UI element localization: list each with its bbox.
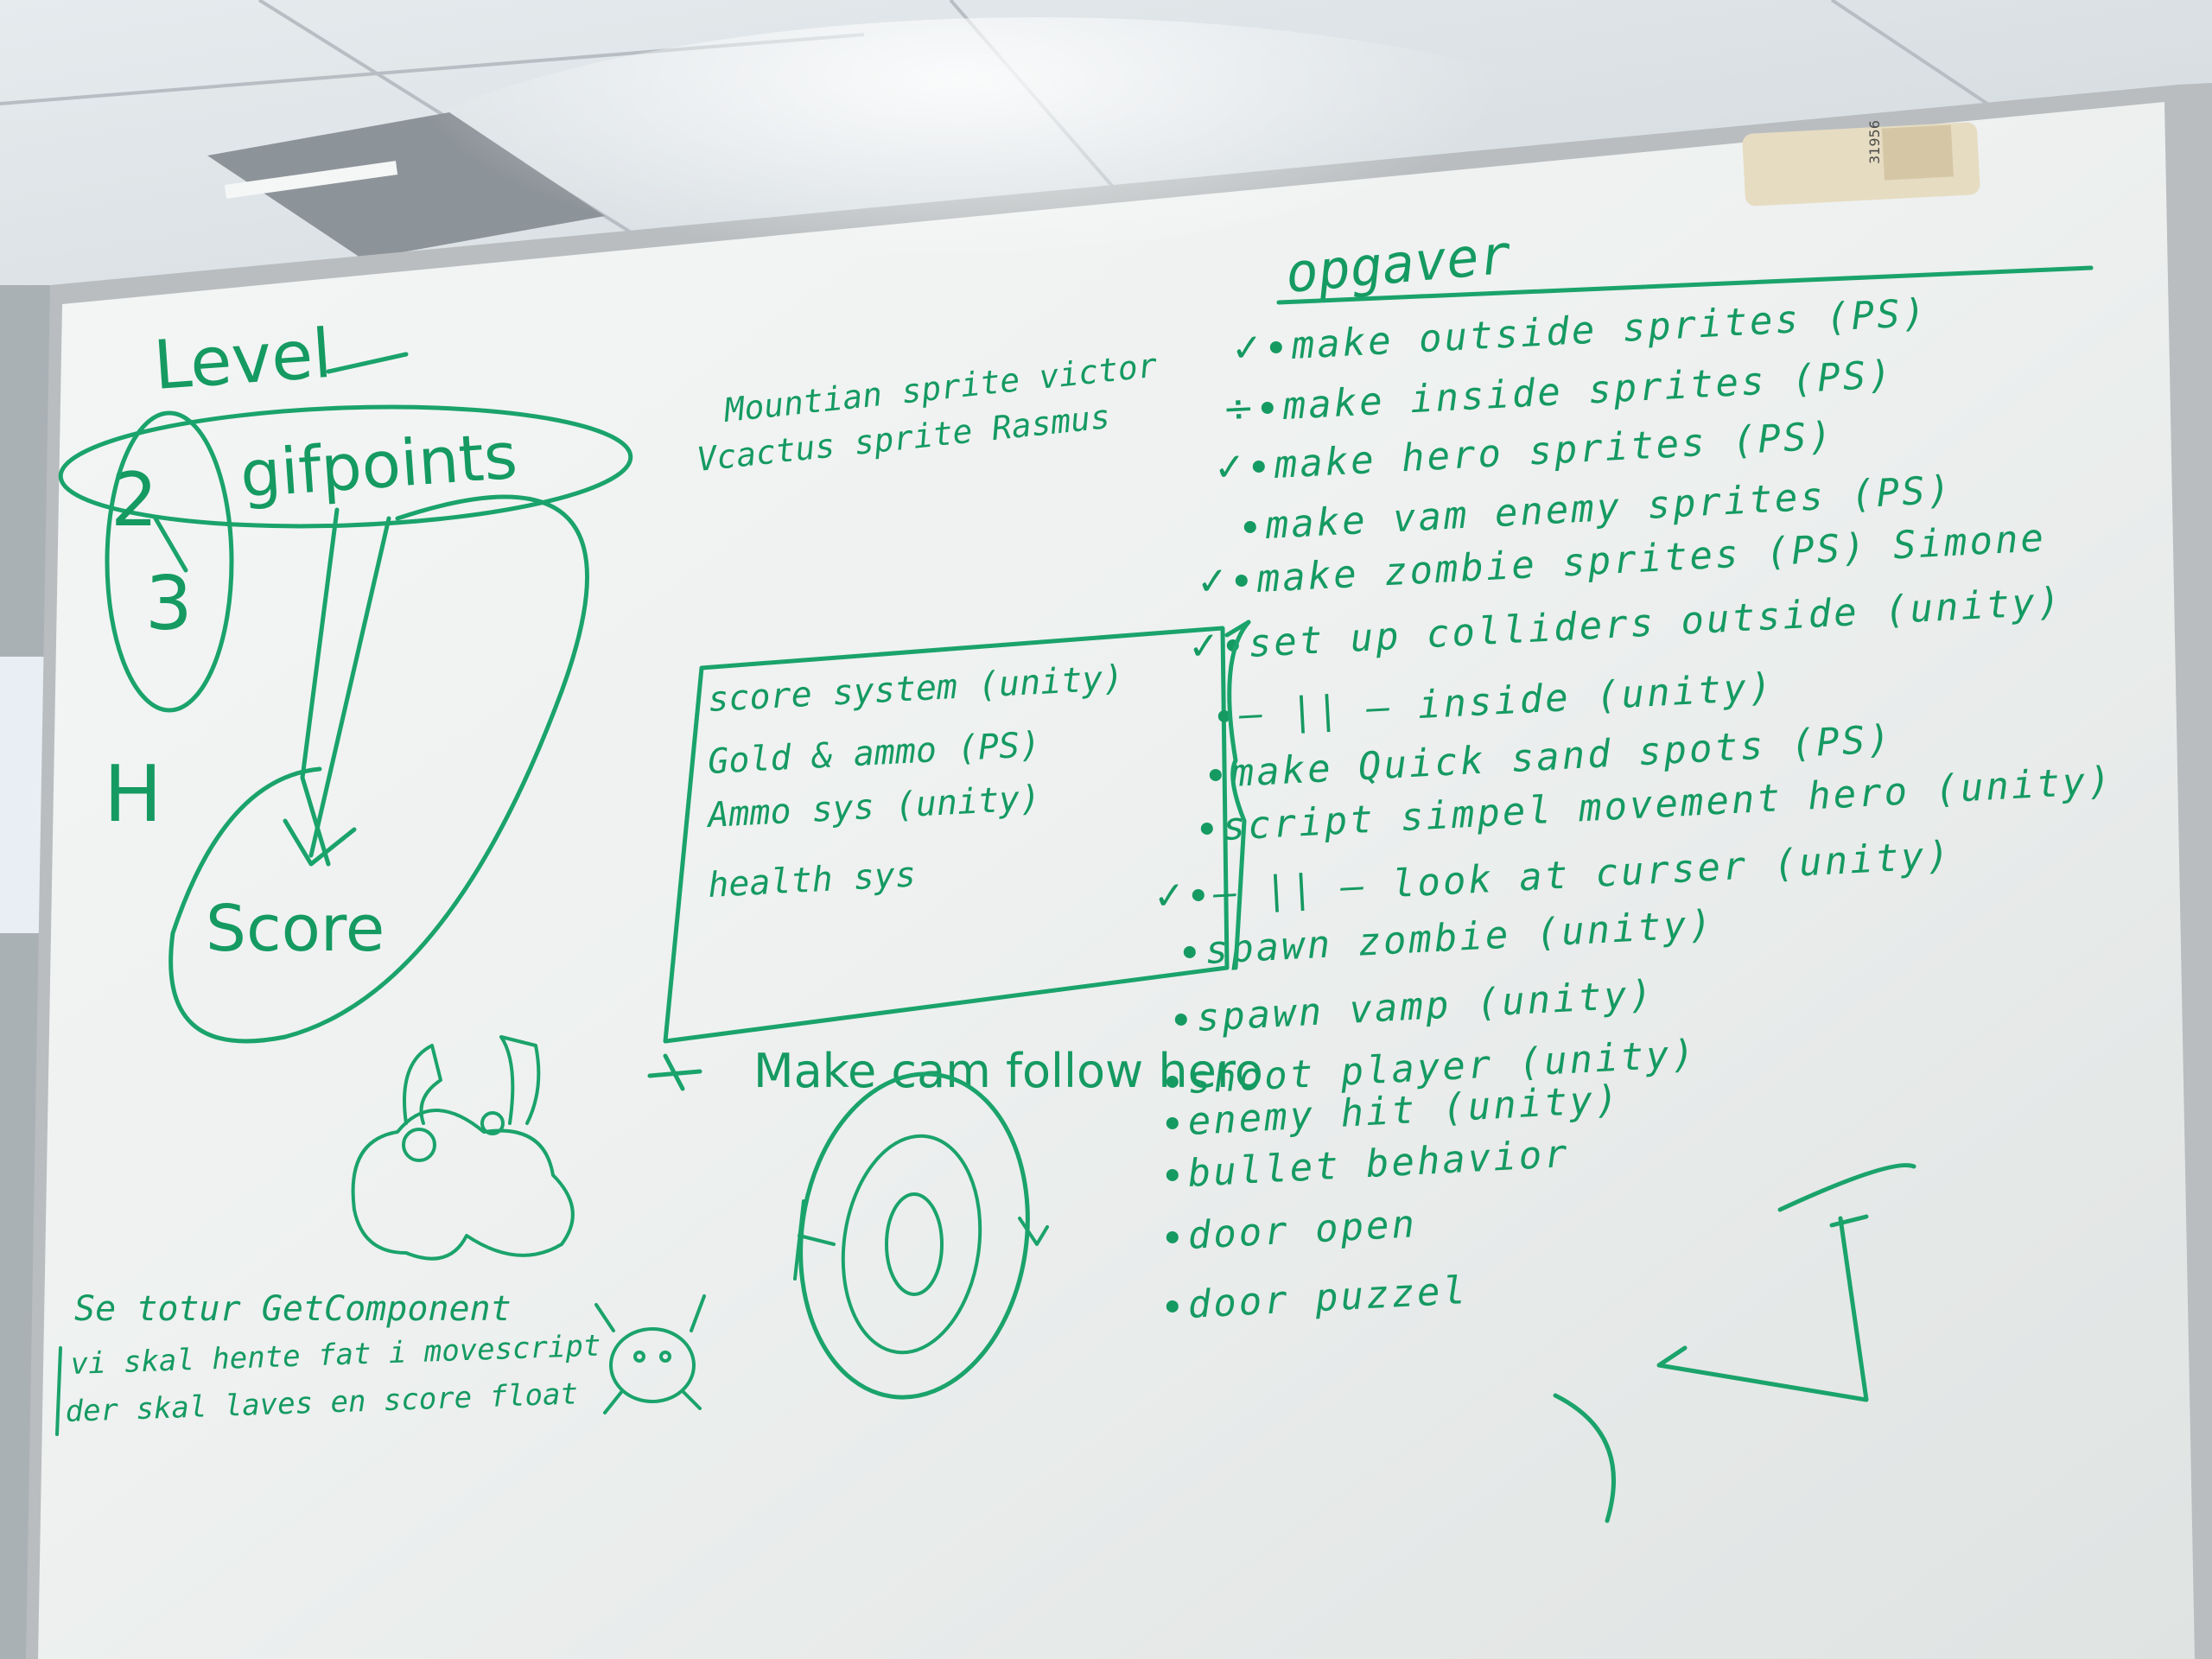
task-bullet xyxy=(1192,888,1205,901)
shield-sketch xyxy=(793,1071,1049,1400)
task-bullet xyxy=(1183,945,1196,958)
bug-sketch xyxy=(594,1294,706,1414)
task-mark: ✓ xyxy=(1196,559,1230,605)
task-bullet xyxy=(1269,340,1282,353)
cactus-sketch xyxy=(351,1035,575,1261)
task-bullet xyxy=(1209,768,1222,781)
task-bullet xyxy=(1166,1230,1179,1243)
task-mark: ✓ xyxy=(1187,624,1221,670)
task-mark: ✓ xyxy=(1153,874,1186,919)
task-mark: ✓ xyxy=(1213,445,1247,491)
score-label: Score xyxy=(206,892,385,966)
task-bullet xyxy=(1166,1300,1179,1313)
eraser: 31956 xyxy=(1742,120,1980,207)
task-mark: ✓ xyxy=(1230,326,1264,372)
task-bullet xyxy=(1252,460,1265,473)
level-number-3: 3 xyxy=(145,561,193,647)
task-bullet xyxy=(1200,822,1213,835)
task-bullet xyxy=(1166,1075,1179,1088)
cam-note: Make cam follow hero xyxy=(753,1044,1263,1098)
task-bullet xyxy=(1217,709,1230,722)
level-title: Level xyxy=(151,315,334,405)
task-bullet xyxy=(1166,1116,1179,1129)
task-bullet xyxy=(1166,1168,1179,1181)
bottom-note-line-1: Se totur GetComponent xyxy=(74,1289,512,1329)
task-bullet xyxy=(1235,574,1248,587)
eraser-label: 31956 xyxy=(1866,120,1883,164)
task-mark: ÷ xyxy=(1222,386,1255,432)
task-bullet xyxy=(1243,520,1256,533)
level-number-2: 2 xyxy=(111,457,158,543)
task-bullet xyxy=(1261,401,1274,414)
task-bullet xyxy=(1174,1013,1187,1026)
level-label-h: H xyxy=(104,749,162,840)
